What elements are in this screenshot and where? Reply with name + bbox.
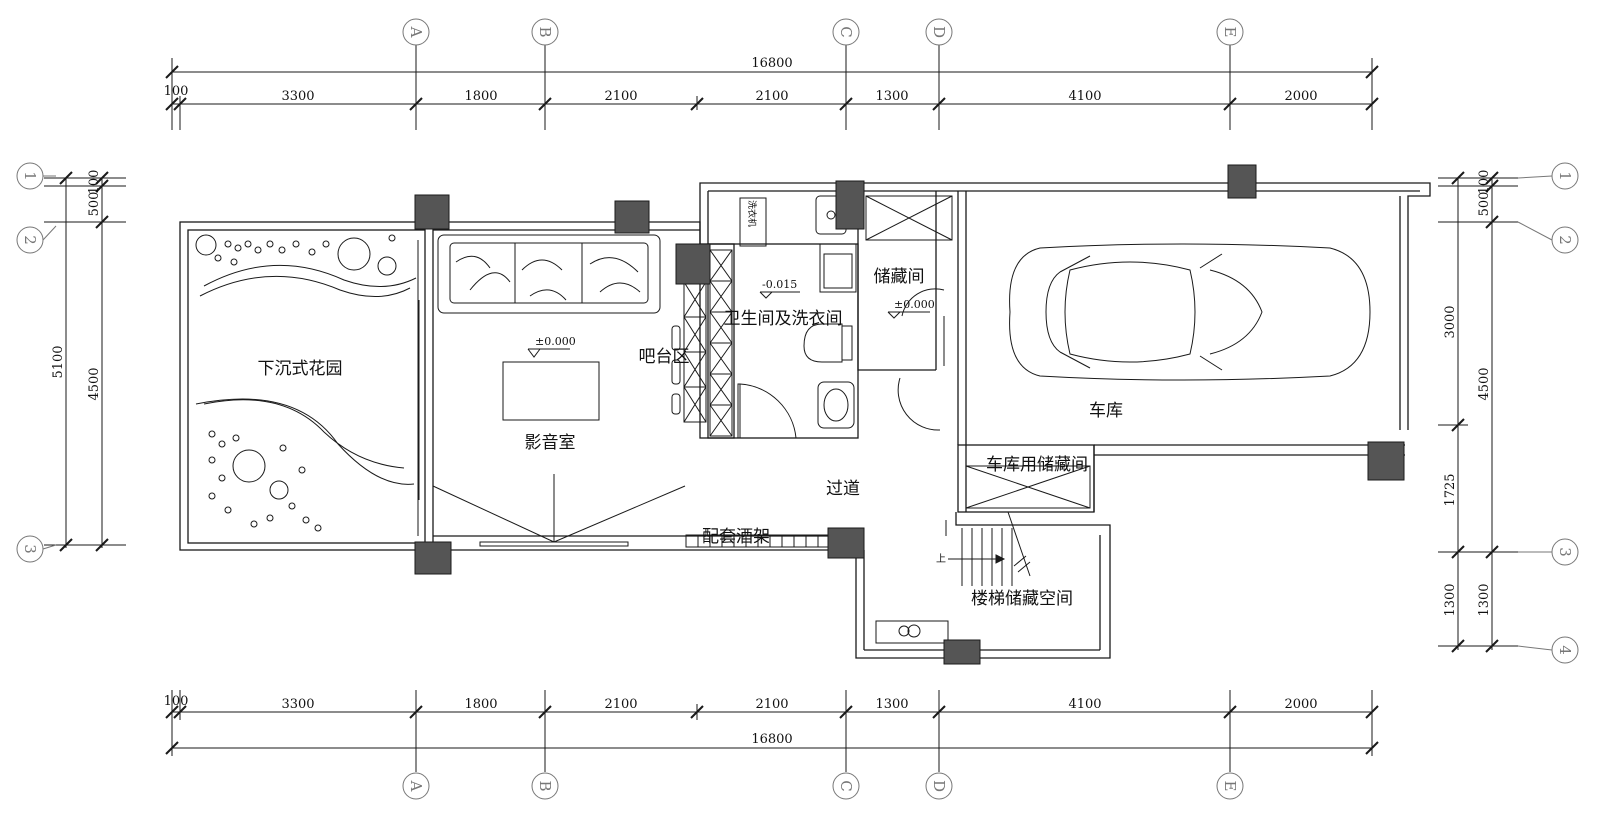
right-dimensions <box>1438 171 1518 653</box>
right-outer-dim-4: 1300 <box>1443 583 1458 616</box>
top-dim-1: 100 <box>164 84 189 99</box>
top-dim-2: 3300 <box>281 89 314 104</box>
left-inner-dim-3: 4500 <box>87 367 102 400</box>
top-dim-6: 1300 <box>875 89 908 104</box>
left-inner-dim-2: 500 <box>87 192 102 217</box>
stair-storage-label: 楼梯储藏空间 <box>971 589 1073 609</box>
garden-outline <box>179 221 434 551</box>
axis-b-bottom: B <box>536 780 554 791</box>
wine-rack-label: 配套酒架 <box>702 527 770 547</box>
right-inner-dim-3: 1300 <box>1477 583 1492 616</box>
stairs <box>875 511 1031 644</box>
garage-label: 车库 <box>1089 401 1123 421</box>
theater-level-marker <box>527 348 570 358</box>
left-outer-dim: 5100 <box>51 345 66 378</box>
top-total-dim: 16800 <box>751 56 792 71</box>
columns <box>414 164 1405 665</box>
top-dim-5: 2100 <box>755 89 788 104</box>
bottom-dimensions <box>165 690 1379 772</box>
axis-b-top: B <box>536 26 554 37</box>
bottom-dim-1: 100 <box>164 694 189 709</box>
bottom-axis-bubbles <box>402 772 1244 800</box>
right-outer-dim-1: 3000 <box>1443 305 1458 338</box>
bottom-total-dim: 16800 <box>751 732 792 747</box>
stair-up-label: 上 <box>936 553 946 565</box>
bottom-dim-4: 2100 <box>604 697 637 712</box>
garden-label: 下沉式花园 <box>258 359 343 379</box>
bar-label: 吧台区 <box>639 347 690 367</box>
left-dimensions <box>44 171 126 552</box>
bathroom-level-marker <box>759 291 800 299</box>
garden-landscape <box>195 234 417 532</box>
storage-label: 储藏间 <box>874 267 925 287</box>
washer-label: 洗衣机 <box>746 200 758 227</box>
top-axis-bubbles <box>402 18 1244 46</box>
coffee-table <box>502 361 600 421</box>
theater-label: 影音室 <box>525 433 576 453</box>
axis-4-right: 4 <box>1556 645 1574 655</box>
axis-d-top: D <box>930 26 948 38</box>
bottom-dim-8: 2000 <box>1284 697 1317 712</box>
projector-screen <box>479 541 629 547</box>
corridor-label: 过道 <box>826 479 860 499</box>
storage-level: ±0.000 <box>894 298 935 311</box>
top-dim-3: 1800 <box>464 89 497 104</box>
top-dimensions <box>165 44 1379 130</box>
right-inner-dim-2: 500 <box>1477 192 1492 217</box>
axis-1-right: 1 <box>1556 171 1574 181</box>
storage-x <box>865 195 953 241</box>
axis-3-right: 3 <box>1556 547 1574 557</box>
walls <box>179 182 1431 659</box>
axis-1-left: 1 <box>21 171 39 181</box>
bottom-dim-3: 1800 <box>464 697 497 712</box>
axis-a-top: A <box>407 26 425 38</box>
top-dim-7: 4100 <box>1068 89 1101 104</box>
theater-level: ±0.000 <box>535 335 576 348</box>
top-dim-8: 2000 <box>1284 89 1317 104</box>
garage-storage-x <box>965 465 1091 509</box>
axis-e-top: E <box>1221 27 1239 38</box>
sofa <box>418 234 686 547</box>
left-inner-dim-1: 100 <box>87 170 102 195</box>
top-dim-4: 2100 <box>604 89 637 104</box>
bathroom-level: -0.015 <box>762 278 797 291</box>
bottom-dim-7: 4100 <box>1068 697 1101 712</box>
axis-2-left: 2 <box>21 235 39 245</box>
bottom-dim-6: 1300 <box>875 697 908 712</box>
right-axis-bubbles <box>1517 162 1579 664</box>
axis-c-bottom: C <box>837 780 855 791</box>
bar-shelf <box>671 249 733 437</box>
right-inner-dim-1: 100 <box>1477 170 1492 195</box>
bottom-dim-2: 3300 <box>281 697 314 712</box>
right-outer-dim-3: 1725 <box>1443 473 1458 506</box>
car <box>1009 243 1371 381</box>
left-axis-bubbles <box>16 162 57 563</box>
axis-d-bottom: D <box>930 780 948 792</box>
bottom-dim-5: 2100 <box>755 697 788 712</box>
axis-a-bottom: A <box>407 780 425 792</box>
bathroom-label: 卫生间及洗衣间 <box>724 309 843 329</box>
axis-c-top: C <box>837 26 855 37</box>
storage-level-marker <box>887 311 930 319</box>
washer <box>739 197 767 247</box>
axis-e-bottom: E <box>1221 781 1239 792</box>
garage-storage-label: 车库用储藏间 <box>986 455 1088 475</box>
axis-2-right: 2 <box>1556 235 1574 245</box>
axis-3-left: 3 <box>21 544 39 554</box>
right-outer-dim-2: 4500 <box>1477 367 1492 400</box>
